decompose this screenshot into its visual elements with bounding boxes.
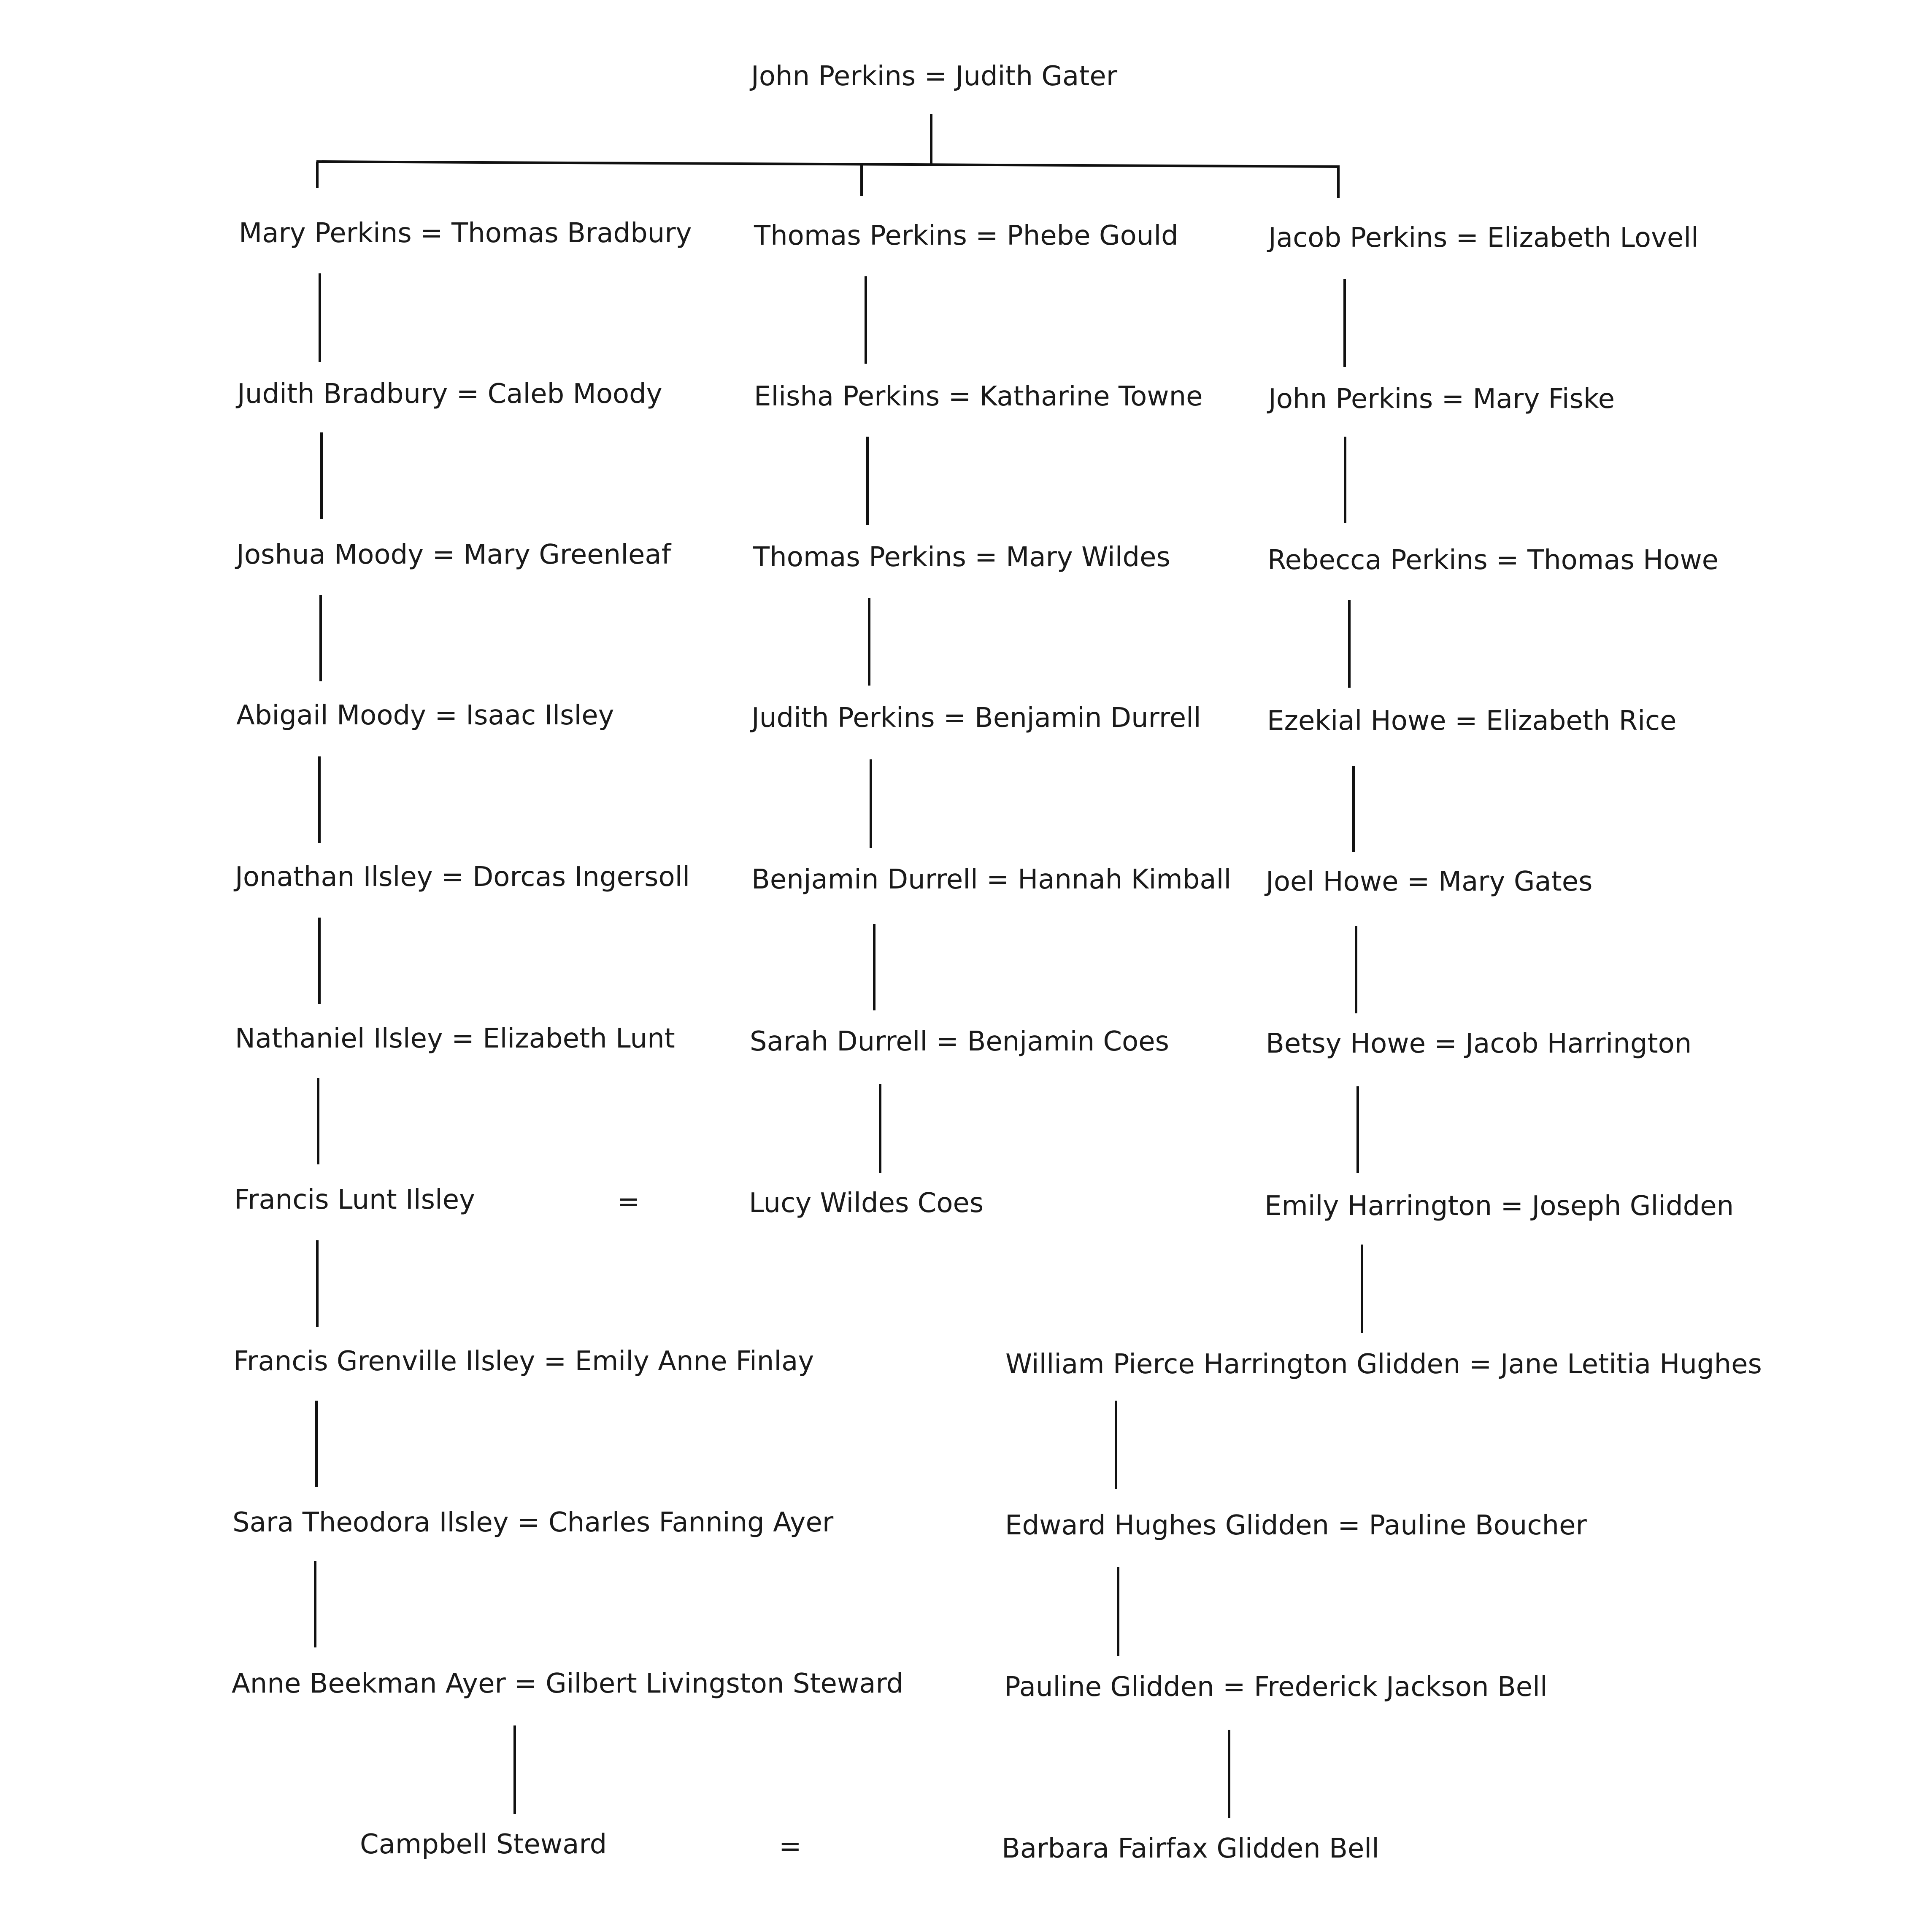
branch-3-entry: Emily Harrington = Joseph Glidden xyxy=(1265,1191,1734,1222)
branch-2-entry: Lucy Wildes Coes xyxy=(749,1188,984,1219)
branch-1-entry: Francis Grenville Ilsley = Emily Anne Fi… xyxy=(233,1346,814,1377)
branch-1-entry: Jonathan Ilsley = Dorcas Ingersoll xyxy=(233,861,690,893)
branch-1-entry: Nathaniel Ilsley = Elizabeth Lunt xyxy=(235,1023,675,1054)
branch-3-entry: Rebecca Perkins = Thomas Howe xyxy=(1267,545,1719,576)
branch-3-entry: John Perkins = Mary Fiske xyxy=(1267,383,1615,415)
branch-2-entry: Sarah Durrell = Benjamin Coes xyxy=(750,1026,1169,1057)
branch-2-entry: Elisha Perkins = Katharine Towne xyxy=(754,381,1203,412)
root-couple: John Perkins = Judith Gater xyxy=(749,61,1118,92)
branch-2-entry: Benjamin Durrell = Hannah Kimball xyxy=(751,864,1231,895)
branch-1-entry: Abigail Moody = Isaac Ilsley xyxy=(236,700,614,731)
branch-3-entry: Joel Howe = Mary Gates xyxy=(1264,866,1592,897)
branch-4-entry: Edward Hughes Glidden = Pauline Boucher xyxy=(1005,1510,1587,1541)
final-left: Campbell Steward xyxy=(360,1829,607,1860)
sibling-bar xyxy=(316,160,1340,168)
marriage-sign: = xyxy=(617,1186,640,1218)
branch-3-entry: Jacob Perkins = Elizabeth Lovell xyxy=(1267,222,1699,254)
branch-1-entry: Joshua Moody = Mary Greenleaf xyxy=(235,539,672,570)
final-marriage-sign: = xyxy=(779,1831,802,1862)
branch-1-entry: Anne Beekman Ayer = Gilbert Livingston S… xyxy=(232,1668,903,1699)
branch-2-entry: Judith Perkins = Benjamin Durrell xyxy=(750,702,1201,734)
branch-2-entry: Thomas Perkins = Phebe Gould xyxy=(754,220,1178,251)
branch-3-entry: Ezekial Howe = Elizabeth Rice xyxy=(1267,705,1677,737)
branch-1-entry: Francis Lunt Ilsley xyxy=(234,1184,475,1215)
branch-4-entry: William Pierce Harrington Glidden = Jane… xyxy=(1005,1349,1762,1380)
branch-1-entry: Sara Theodora Ilsley = Charles Fanning A… xyxy=(232,1507,834,1538)
branch-3-entry: Betsy Howe = Jacob Harrington xyxy=(1266,1028,1692,1059)
branch-2-entry: Thomas Perkins = Mary Wildes xyxy=(753,542,1170,573)
final-right: Barbara Fairfax Glidden Bell xyxy=(1002,1833,1379,1864)
branch-1-entry: Judith Bradbury = Caleb Moody xyxy=(235,378,662,410)
branch-4-entry: Pauline Glidden = Frederick Jackson Bell xyxy=(1004,1671,1548,1703)
branch-1-entry: Mary Perkins = Thomas Bradbury xyxy=(239,218,692,249)
